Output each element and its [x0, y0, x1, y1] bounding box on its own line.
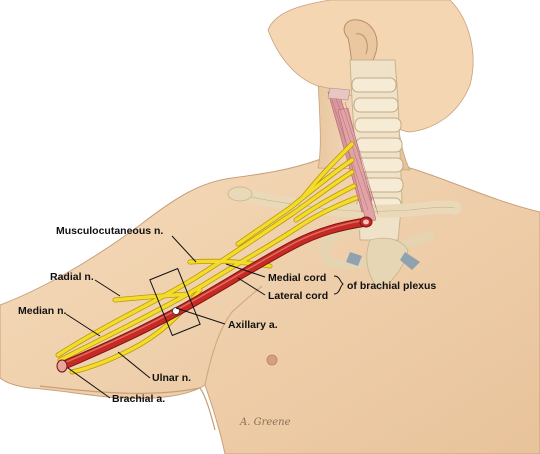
leader-lateral-cord [237, 277, 266, 296]
axillary-region-box [149, 267, 201, 337]
leader-medial-cord [225, 263, 266, 278]
leader-lines [65, 235, 344, 399]
label-brachial-plexus: of brachial plexus [347, 280, 436, 292]
skeleton [227, 59, 462, 291]
armpit-shadow [204, 285, 263, 386]
label-ulnar: Ulnar n. [152, 372, 191, 384]
axillary-region [149, 267, 201, 337]
sternoclavicular-joint-left [400, 252, 420, 270]
medial-cord-ulnar-nerve [58, 224, 302, 362]
ear-inner [355, 33, 368, 55]
leader-median [65, 313, 101, 337]
muscle-insertion [327, 87, 351, 101]
leader-radial [94, 279, 121, 297]
first-rib [319, 221, 435, 270]
injection-point [172, 307, 180, 315]
leader-brachial [67, 367, 111, 399]
artery [58, 218, 370, 370]
root-c6 [236, 158, 354, 246]
label-brachial: Brachial a. [112, 393, 165, 405]
scalene-stripes [331, 97, 379, 215]
leader-musculocutaneous [171, 235, 197, 263]
nipple [266, 354, 278, 366]
label-lateral-cord: Lateral cord [268, 290, 328, 302]
label-medial-cord: Medial cord [268, 272, 326, 284]
artist-signature: A. Greene [239, 417, 291, 428]
plexus-brace [333, 275, 344, 295]
leader-ulnar [117, 351, 151, 379]
root-t1 [298, 196, 358, 228]
arm-underside-shadow [39, 385, 216, 431]
artery-lumen [363, 219, 369, 225]
root-c7 [290, 170, 354, 216]
nerve-fills [56, 142, 358, 374]
leader-axillary [175, 307, 226, 325]
radial-nerve [113, 292, 192, 302]
axillary-brachial-artery [56, 216, 373, 373]
lateral-cord-median-nerve [56, 212, 294, 357]
label-radial: Radial n. [50, 271, 94, 283]
acromion [227, 186, 253, 202]
brachial-plexus-nerves [55, 141, 359, 375]
root-c8 [294, 184, 356, 222]
root-c5 [302, 142, 354, 198]
artery-highlight [63, 220, 361, 364]
sternum-manubrium [366, 237, 409, 291]
sternoclavicular-joint-right [346, 252, 362, 266]
artery-cut-end-distal [56, 359, 68, 373]
scalene-anterior [337, 107, 377, 223]
labels: Musculocutaneous n. Radial n. Median n. … [18, 225, 436, 428]
torso-and-arm [0, 118, 540, 454]
label-axillary: Axillary a. [228, 319, 278, 331]
label-musculocutaneous: Musculocutaneous n. [56, 225, 163, 237]
label-median: Median n. [18, 305, 67, 317]
clavicle-outline [237, 193, 456, 212]
